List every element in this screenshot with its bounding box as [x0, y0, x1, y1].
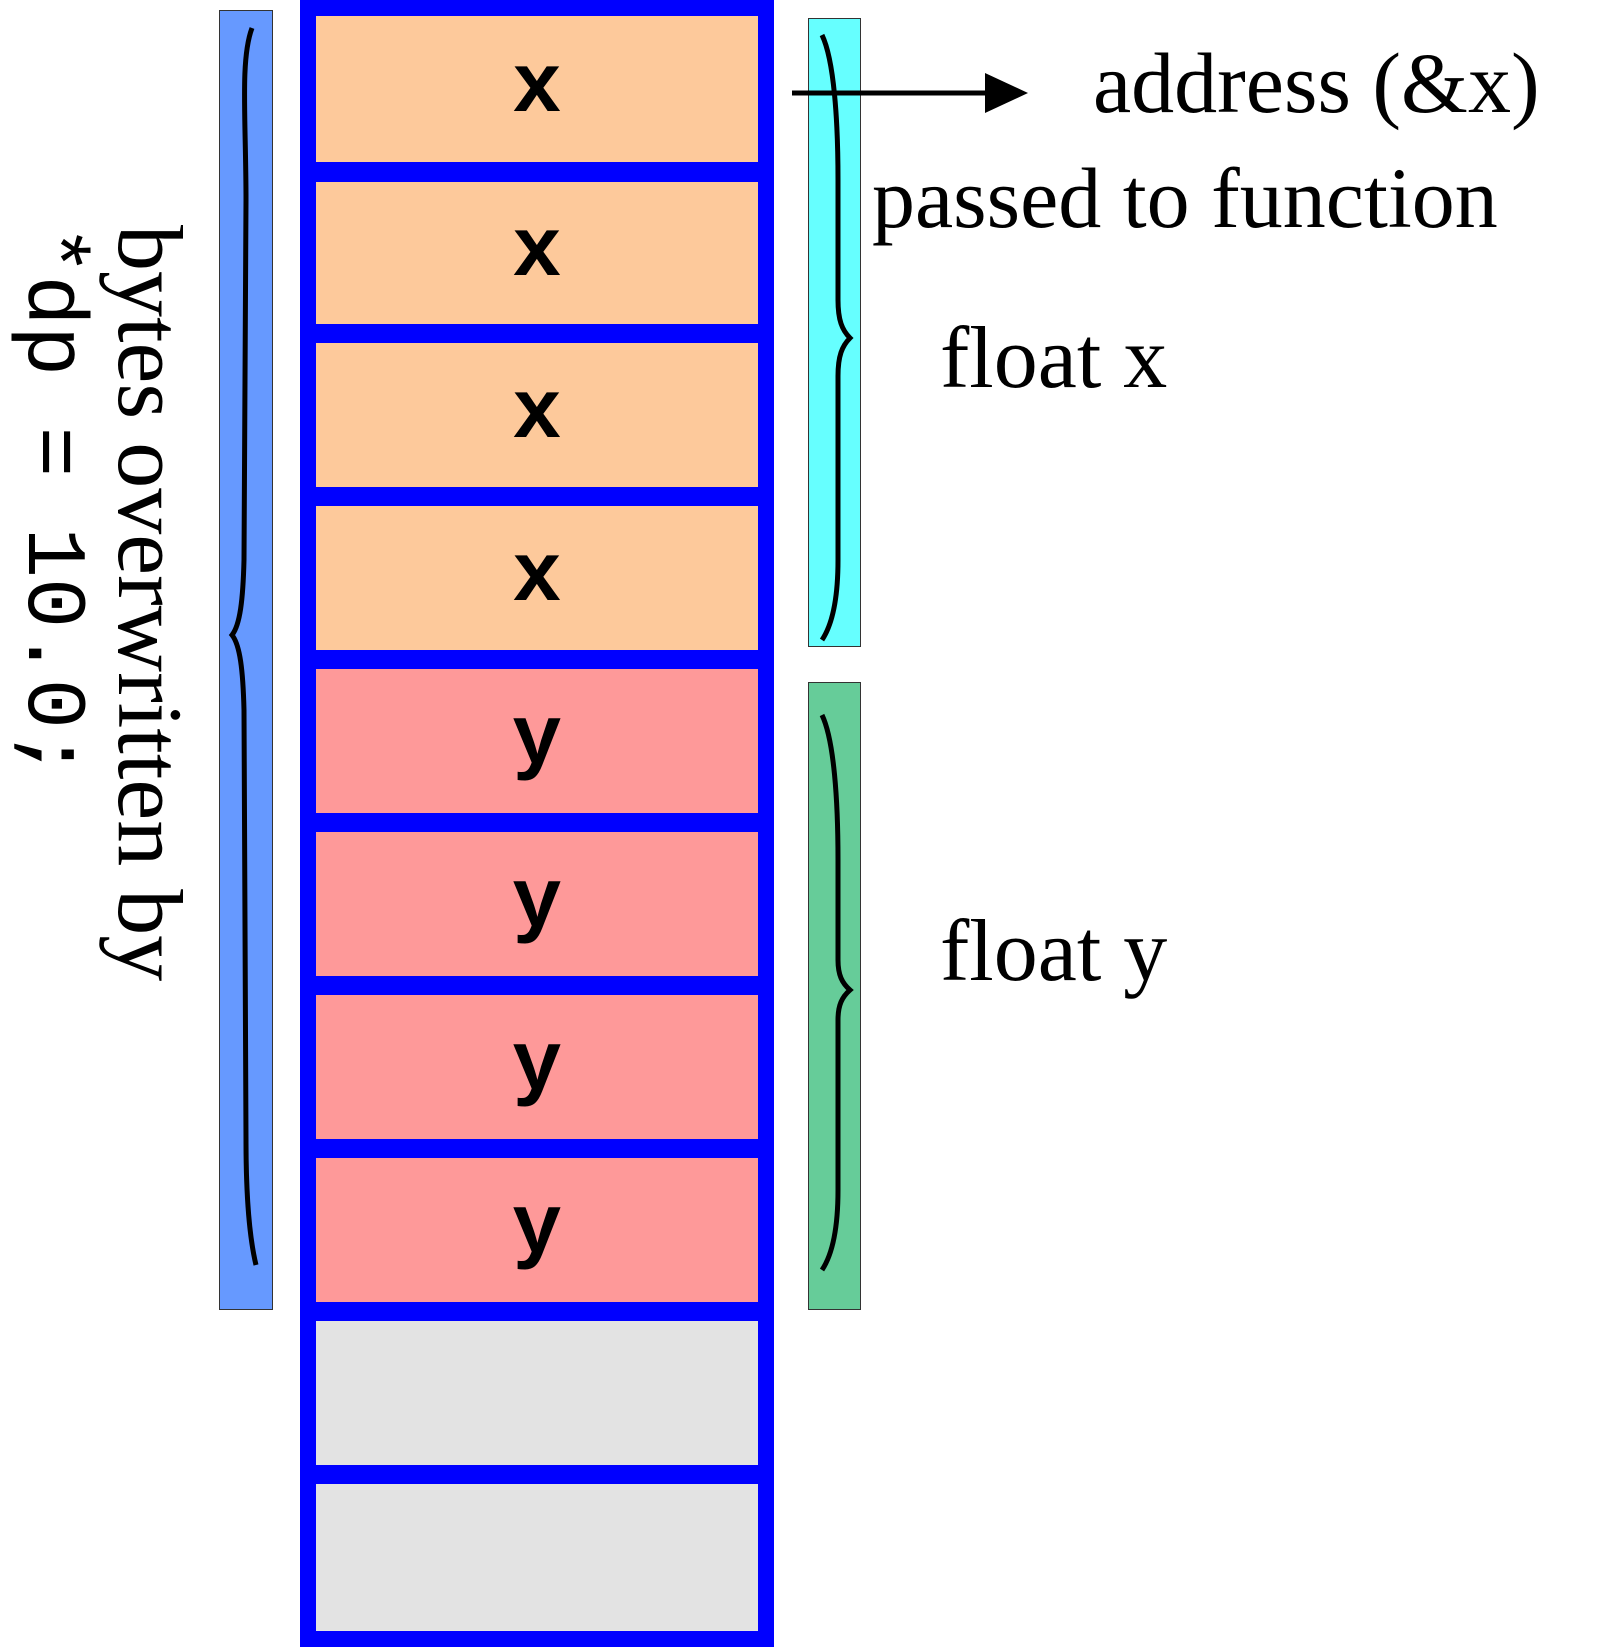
- memory-cell-y-1: y: [316, 669, 758, 813]
- memory-cell-y-3: y: [316, 995, 758, 1139]
- cell-label: y: [511, 856, 563, 952]
- memory-cell-x-2: x: [316, 182, 758, 324]
- address-arrow-head: [985, 73, 1028, 113]
- float-x-label: float x: [940, 310, 1168, 407]
- memory-cell-empty-2: [316, 1484, 758, 1631]
- cell-label: x: [511, 367, 563, 463]
- float-y-label: float y: [940, 903, 1168, 1000]
- cell-label: x: [511, 41, 563, 137]
- float-y-range-bar: [808, 682, 861, 1310]
- overwrite-label: bytes overwritten by *dp = 10.0;: [0, 225, 201, 1035]
- cell-label: x: [511, 530, 563, 626]
- cell-label: y: [511, 1182, 563, 1278]
- overwrite-label-code: *dp = 10.0;: [3, 225, 98, 780]
- memory-cell-empty-1: [316, 1321, 758, 1465]
- cell-label: y: [511, 693, 563, 789]
- overwrite-label-line1: bytes overwritten by: [99, 225, 201, 982]
- memory-stack: x x x x y y y y: [300, 0, 774, 1647]
- passed-to-function-label: passed to function: [872, 150, 1498, 246]
- memory-cell-x-4: x: [316, 506, 758, 650]
- memory-cell-y-4: y: [316, 1158, 758, 1302]
- overwrite-range-bar: [219, 10, 273, 1310]
- cell-label: x: [511, 205, 563, 301]
- memory-cell-y-2: y: [316, 832, 758, 976]
- cell-label: y: [511, 1019, 563, 1115]
- float-x-range-bar: [808, 18, 861, 647]
- memory-cell-x-1: x: [316, 16, 758, 162]
- memory-cell-x-3: x: [316, 343, 758, 487]
- address-label: address (&x): [1093, 35, 1540, 131]
